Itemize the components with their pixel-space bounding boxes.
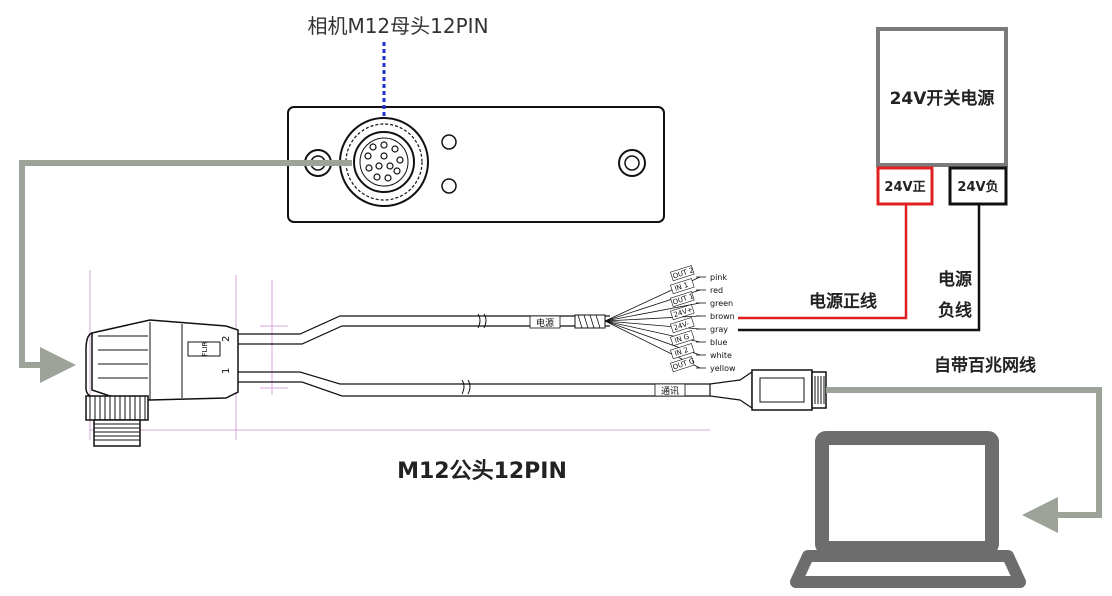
m12-female-connector-icon	[339, 117, 429, 207]
pin-label-1: 1	[221, 368, 232, 374]
negative-wire-label-2: 负线	[938, 300, 972, 321]
negative-wire-label-1: 电源	[938, 269, 972, 290]
wire-item: IN 1 red	[670, 278, 723, 295]
positive-wire	[738, 204, 908, 320]
svg-text:green: green	[710, 299, 733, 308]
negative-terminal	[948, 166, 1008, 206]
svg-text:FLIR: FLIR	[201, 341, 209, 356]
svg-text:yellow: yellow	[710, 364, 736, 373]
ethernet-label: 自带百兆网线	[934, 355, 1036, 376]
male-connector-label: M12公头12PIN	[397, 459, 567, 484]
wire-item: OUT 2 pink	[670, 265, 727, 282]
wire-item: OUT 1 green	[670, 291, 733, 308]
cable-drawing: FLIR 2 1 电源	[85, 270, 827, 447]
wire-item: 24V- gray	[670, 317, 728, 334]
wire-item: IN G blue	[670, 330, 727, 347]
camera-connector-label: 相机M12母头12PIN	[307, 14, 488, 38]
laptop-icon	[790, 431, 1026, 588]
pin-label-2: 2	[221, 336, 232, 342]
svg-text:电源: 电源	[536, 317, 554, 329]
svg-text:pink: pink	[710, 273, 727, 282]
svg-text:IN 1: IN 1	[674, 281, 690, 293]
svg-text:white: white	[710, 351, 732, 360]
power-cable-tag	[529, 315, 561, 329]
svg-text:IN 2: IN 2	[674, 346, 690, 358]
svg-text:brown: brown	[710, 312, 735, 321]
negative-wire	[738, 204, 981, 332]
svg-text:通讯: 通讯	[661, 386, 679, 397]
svg-text:red: red	[710, 286, 723, 295]
camera-to-cable-arrow	[19, 160, 352, 383]
svg-text:24V负: 24V负	[957, 179, 998, 195]
power-supply-box	[876, 27, 1008, 167]
svg-text:OUT G: OUT G	[672, 357, 696, 372]
wire-tag-list: OUT 2 pink IN 1 red OUT 1 green 24V+ bro…	[670, 265, 736, 373]
svg-text:24V正: 24V正	[884, 180, 925, 195]
comm-cable-tag	[654, 383, 686, 397]
positive-wire-label: 电源正线	[809, 291, 877, 312]
svg-text:blue: blue	[710, 338, 727, 347]
svg-text:gray: gray	[710, 325, 728, 334]
ethernet-to-laptop-arrow	[826, 387, 1102, 533]
wire-item: IN 2 white	[670, 343, 732, 360]
power-supply-label: 24V开关电源	[890, 88, 995, 109]
